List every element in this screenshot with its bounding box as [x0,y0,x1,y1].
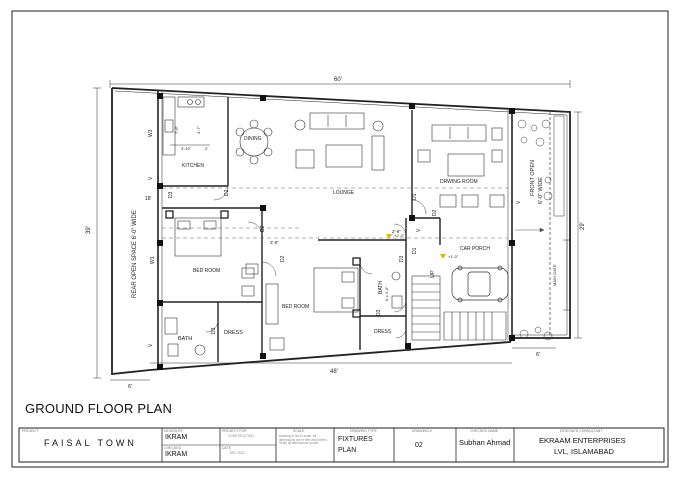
outer-walls [111,87,571,375]
dim-kit-7-6: 7'-6" [174,125,179,134]
car-icon [451,265,509,303]
room-bath-2-size: 8' x 4'-0" [385,286,389,301]
tag-v1: V [148,176,154,180]
tb-project-head: PROJECT [22,429,39,433]
tag-v3: V [416,228,422,232]
tb-firm-2: LVL, ISLAMABAD [554,447,614,456]
level-plus-1: +1'-0" [448,254,459,259]
tb-project: FAISAL TOWN [44,438,137,448]
dim-kit-3-10: 3'-10" [181,146,192,151]
tag-d3-b: D3 [211,327,217,334]
tb-project-for: CONSTRUCTION [228,434,254,438]
tb-checked-by: Subhan Ahmad [459,438,511,447]
room-bath-2: BATH [378,281,384,294]
drawing-room-furniture [417,124,505,208]
door-swings [205,185,427,339]
level-plus-2: +2'-0" [394,233,405,238]
dim-right: 29' [580,222,586,230]
tag-d3-d: D3 [376,309,382,316]
stair-up-label: UP [430,270,436,278]
room-dining: DINING [244,136,262,142]
dim-2-6: 2'-6" [392,229,401,234]
lounge-furniture [294,112,385,171]
room-labels: KITCHEN DINING LOUNGE DRWING ROOM BED RO… [132,136,557,342]
bed-room-1-furniture [174,217,255,297]
front-open-label: FRONT OPEN [530,160,536,196]
room-kitchen: KITCHEN [182,163,204,169]
tag-d2-a: D2 [224,189,230,196]
dim-kit-2: 2' [205,146,208,151]
sheet-border [11,10,669,468]
dim-top: 60' [334,77,342,83]
level-markers [386,234,446,259]
tb-date-head: DATE [222,446,232,450]
columns [157,93,515,370]
room-bed-2: BED ROOM [282,304,309,310]
dimension-labels: 60' 39' 29' 48' 6' 6' 18' 2'-6" 3'-6" 7'… [86,77,586,390]
tb-scale-note: Drawing is not to scale. All dimensions … [279,434,328,446]
bed-room-2-furniture [245,263,359,351]
rear-open-label: REAR OPEN SPACE 6'-0" WIDE [132,210,138,298]
room-dress-2: DRESS [374,329,392,335]
axis-lines [162,187,508,239]
tb-firm-1: EKRAAM ENTERPRISES [539,436,626,445]
planters [517,115,565,341]
tb-firm-head: DESIGNED CONSULTANT [560,429,603,433]
room-car-porch: CAR PORCH [460,246,490,252]
room-bath-1: BATH [178,336,192,342]
tb-drawn: IKRAM [165,434,188,441]
tag-d1-a: D1 [412,193,418,200]
opening-tags: W3 W1 V V V V D3 D3 D3 D3 D2 D2 D2 D2 D1… [148,129,522,347]
tb-checked-head: CHECKED [164,446,182,450]
main-gate-label: MAIN GATE [552,264,557,286]
room-drawing: DRWING ROOM [440,179,478,185]
dim-3-6: 3'-6" [270,240,279,245]
dim-bottom: 48' [330,369,338,375]
sheet-title: GROUND FLOOR PLAN [25,401,173,416]
entry-arrows [515,227,545,233]
room-dress-1: DRESS [224,330,243,336]
tb-type-1: FIXTURES [338,436,373,443]
tb-checked-by-head: CHECKED NAME [470,429,499,433]
dimension-lines [93,80,582,381]
dim-kit-4-7: 4'-7" [196,125,201,134]
tag-d2-c: D2 [280,255,286,262]
tb-type-head: DRAWING TYPE [350,429,377,433]
staircase [411,275,507,341]
tag-d1-b: D1 [412,247,418,254]
dim-right-offset: 6' [536,352,540,358]
tb-project-for-head: PROJECT FOR [222,429,247,433]
title-block [18,427,665,463]
tag-d3-c: D3 [399,255,405,262]
tb-type-2: PLAN [338,447,357,454]
tb-no: 02 [415,442,423,449]
tag-v4: V [516,200,522,204]
dining-set [235,119,273,165]
hollow-columns [165,210,361,318]
tb-date: DEC 2022 [230,451,245,455]
kitchen-fixtures [162,96,210,156]
room-bed-1: BED ROOM [193,268,220,274]
tag-w1: W1 [150,256,156,264]
main-gate [563,239,571,311]
tb-drawn-head: DESIGN BY [164,429,184,433]
dim-left-offset: 6' [128,384,132,390]
front-open-width: 6'-0" WIDE [538,177,544,204]
tb-scale-head: SCALE [293,429,305,433]
tag-v2: V [148,343,154,347]
tag-w3: W3 [148,129,154,137]
bath-fixtures [164,271,403,357]
room-lounge: LOUNGE [333,190,355,196]
dim-18: 18' [145,196,152,202]
tb-no-head: DRAWING # [412,429,432,433]
tag-d2-d: D2 [432,209,438,216]
tb-checked: IKRAM [165,451,188,458]
tag-d3-a: D3 [168,191,174,198]
dim-left: 39' [86,226,92,234]
tag-d2-b: D2 [260,225,266,232]
